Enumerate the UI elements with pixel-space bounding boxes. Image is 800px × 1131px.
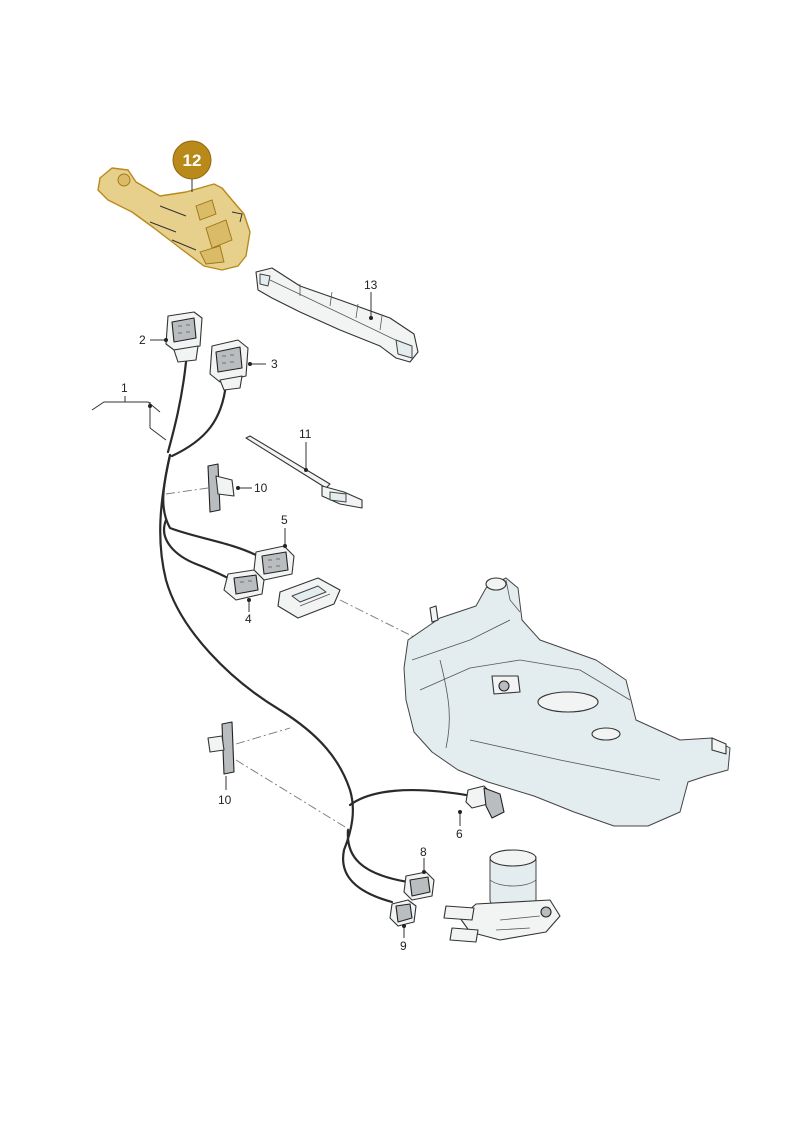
callout-2: 2 [139, 333, 168, 347]
callout-11: 11 [299, 427, 312, 472]
part-4-connector[interactable] [223, 569, 265, 601]
part-3-connector[interactable] [209, 339, 249, 391]
label-2: 2 [139, 333, 146, 347]
badge-12[interactable]: 12 [172, 140, 212, 192]
part-5-connector[interactable] [253, 545, 295, 581]
callout-13: 13 [364, 278, 378, 320]
label-10-lower: 10 [218, 793, 232, 807]
part-12-bracket[interactable] [97, 167, 251, 271]
part-2-connector[interactable] [165, 311, 203, 363]
callout-9: 9 [400, 924, 407, 953]
tank-assembly[interactable] [403, 577, 731, 827]
part-10-clip-upper[interactable] [165, 463, 235, 513]
part-10-clip-lower[interactable] [207, 721, 351, 831]
label-5: 5 [281, 513, 288, 527]
part-6-connector[interactable] [465, 785, 505, 819]
part-8-connector[interactable] [403, 871, 435, 901]
label-13: 13 [364, 278, 378, 292]
callout-10-lower: 10 [218, 776, 232, 807]
callout-3: 3 [248, 357, 278, 371]
callout-6: 6 [456, 810, 463, 841]
label-11: 11 [299, 427, 312, 441]
part-13-rail[interactable] [255, 267, 419, 363]
label-8: 8 [420, 845, 427, 859]
pump-assembly[interactable] [443, 849, 561, 943]
label-6: 6 [456, 827, 463, 841]
label-10-upper: 10 [254, 481, 268, 495]
callout-8: 8 [420, 845, 427, 874]
tank-connector-housing[interactable] [277, 577, 421, 641]
callout-1: 1 [91, 381, 167, 441]
wiring-harness [159, 360, 474, 904]
label-9: 9 [400, 939, 407, 953]
part-11-cable-tie[interactable] [245, 435, 363, 509]
label-4: 4 [245, 612, 252, 626]
callout-4: 4 [245, 598, 252, 626]
label-1: 1 [121, 381, 128, 395]
label-12: 12 [183, 151, 202, 170]
callout-10-upper: 10 [236, 481, 268, 495]
part-9-connector[interactable] [389, 899, 417, 927]
callout-5: 5 [281, 513, 288, 548]
label-3: 3 [271, 357, 278, 371]
